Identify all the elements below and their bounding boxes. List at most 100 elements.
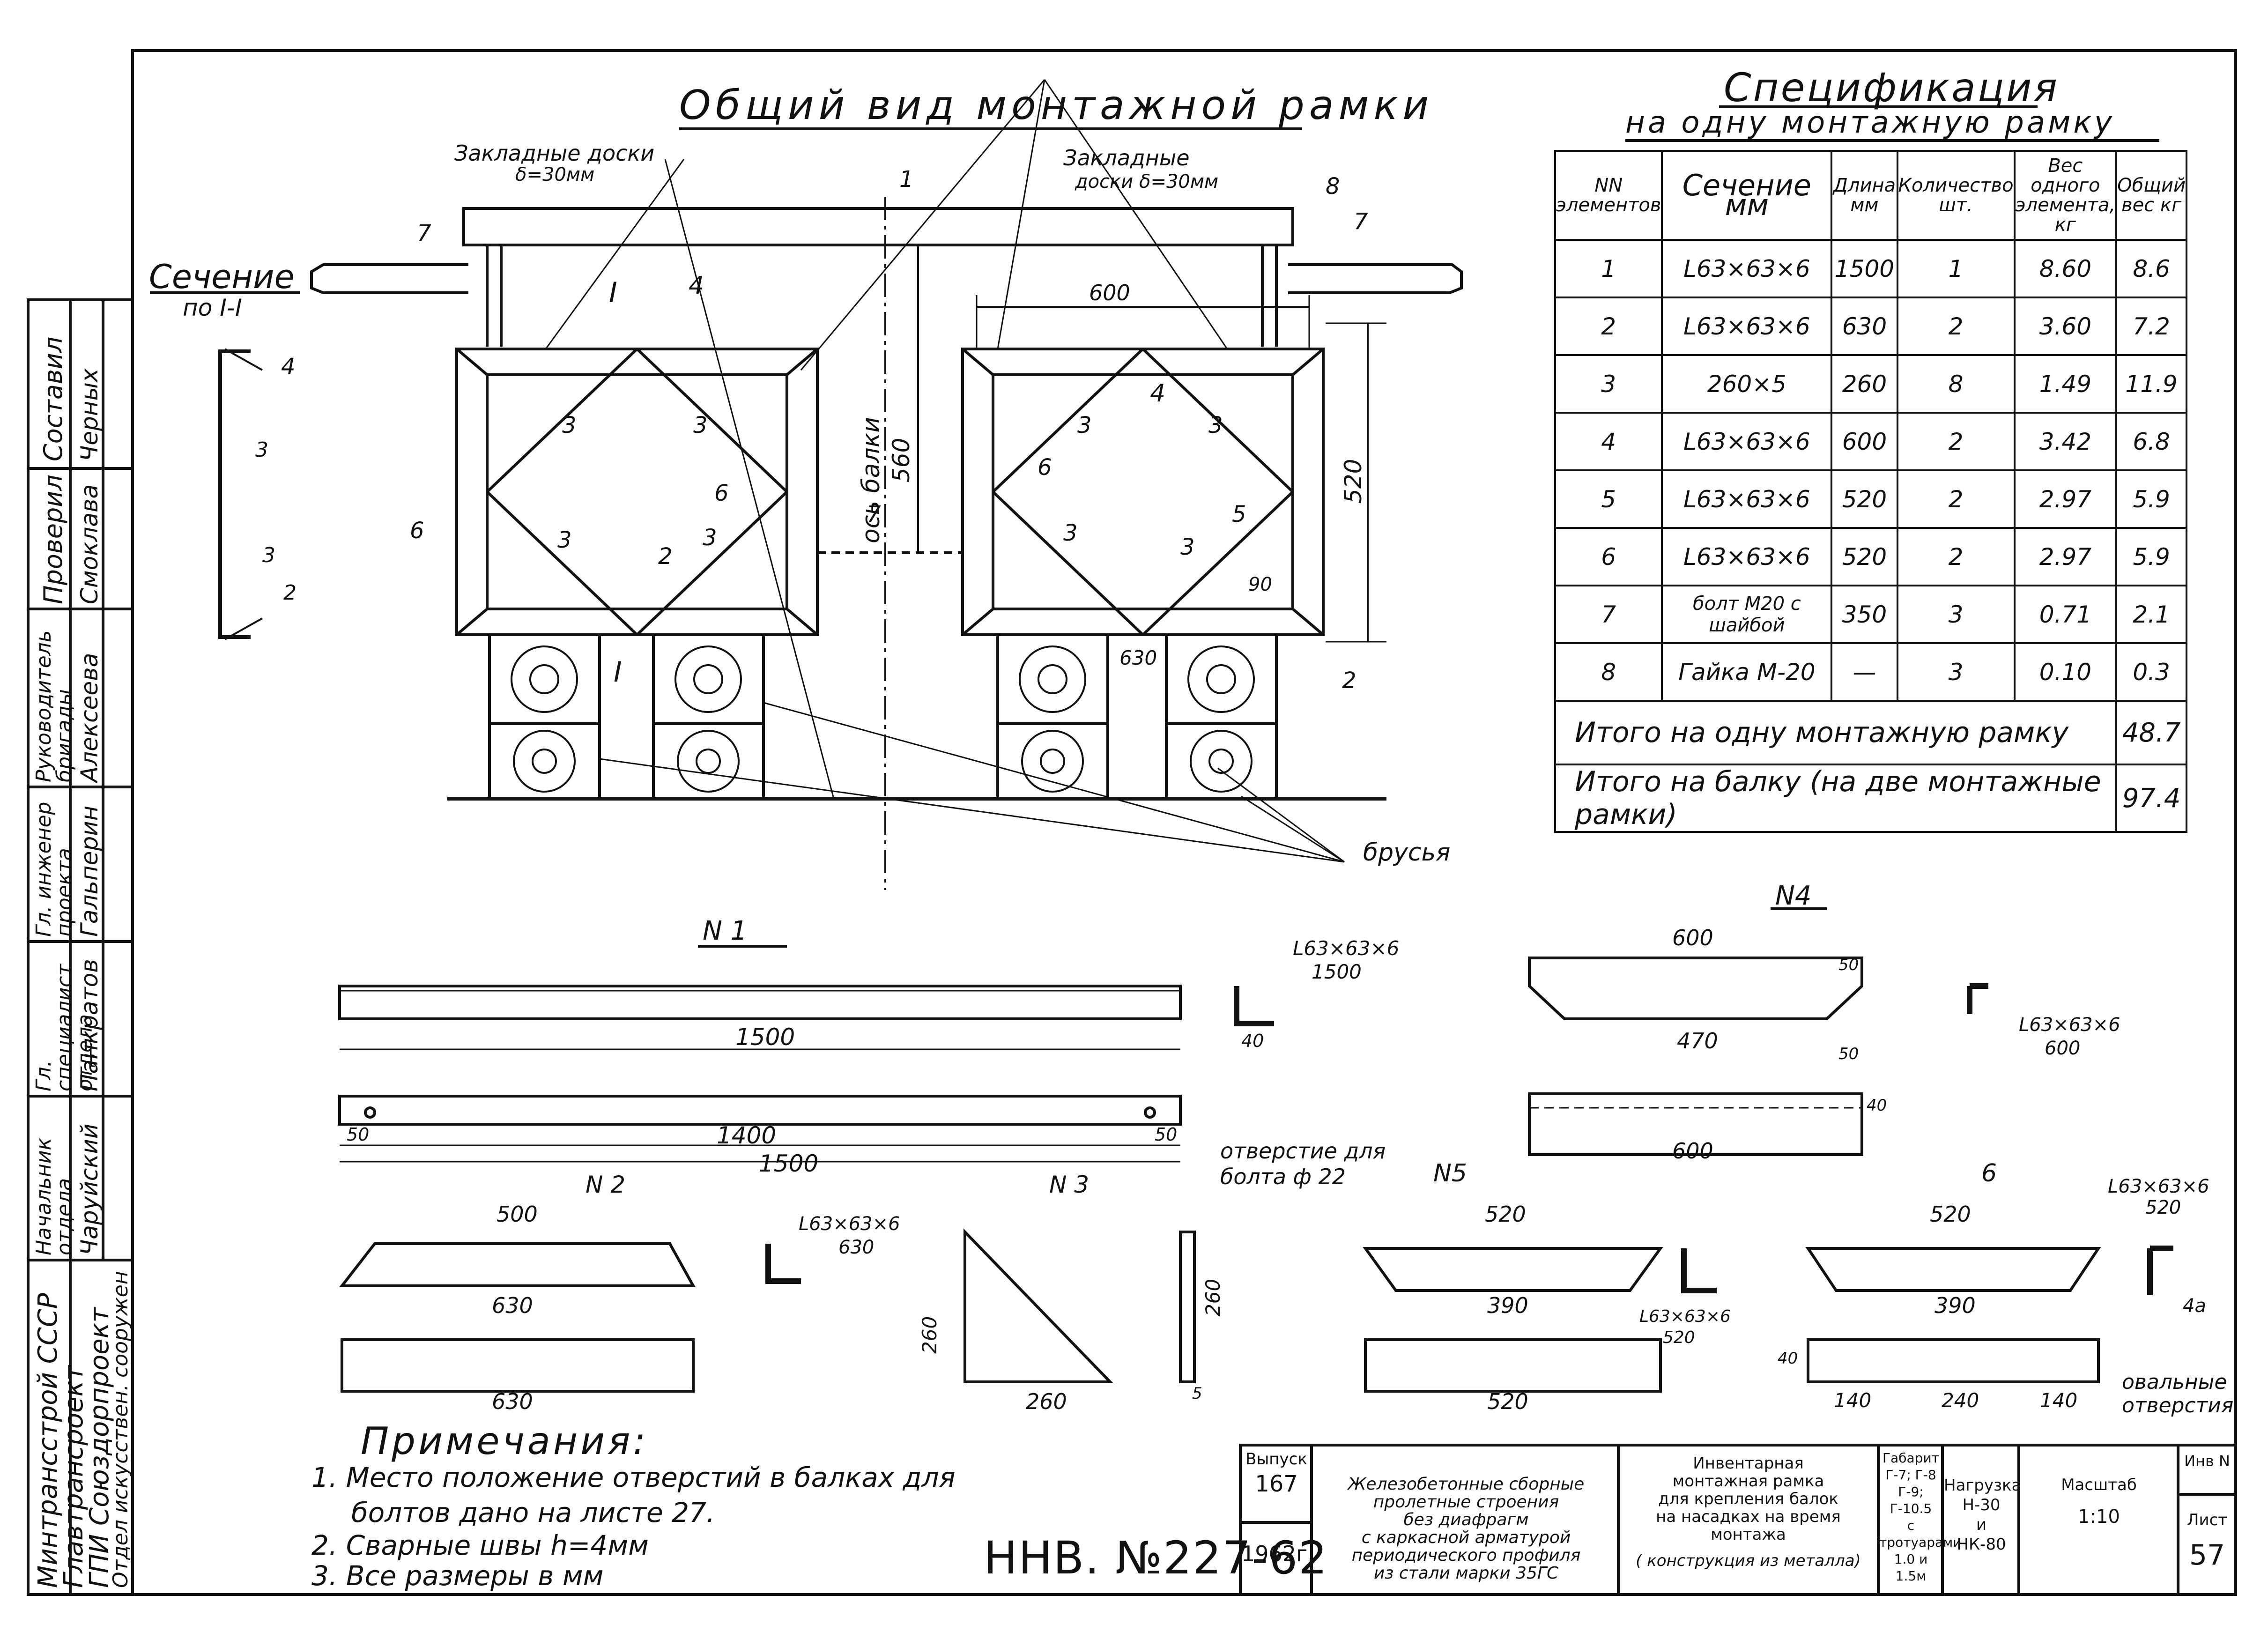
detail-n2-plan (341, 1338, 695, 1393)
callout-6-left: 6 (410, 518, 424, 544)
callout-4-right: 4 (1150, 379, 1166, 408)
section-mark-bottom: I (614, 656, 622, 689)
detail-n3-title: N 3 (1049, 1171, 1090, 1198)
detail-n4-top: 600 (1672, 925, 1713, 950)
description-line: Железобетонные сборные (1348, 1475, 1585, 1494)
detail-n1-profile: L63×63×6 (1293, 937, 1400, 960)
section-callout-2: 2 (283, 581, 296, 605)
spec-header-row: NN элементов Сечение мм Длина мм Количес… (1554, 150, 2187, 241)
spec-cell: 5.9 (2115, 469, 2187, 529)
name-checked: Смоклава (76, 484, 103, 604)
spec-title: Спецификация (1724, 65, 2059, 111)
detail-n4-plan-length: 600 (1672, 1138, 1713, 1164)
sheet-name-line: Инвентарная (1693, 1454, 1804, 1473)
section-callout-3a: 3 (255, 438, 268, 462)
spec-header-quantity: Количество шт. (1896, 150, 2016, 241)
timber-block (652, 633, 765, 725)
spec-cell: 0.71 (2013, 585, 2118, 644)
callout-5: 5 (1232, 501, 1246, 527)
dim-90: 90 (1248, 574, 1272, 595)
spec-subtitle: на одну монтажную рамку (1625, 105, 2115, 140)
issue-number: 167 (1255, 1471, 1298, 1497)
dim-630: 630 (1119, 646, 1157, 669)
callout-3-b: 3 (693, 412, 708, 438)
callout-6-mid: 6 (714, 480, 729, 506)
spec-cell: 260×5 (1661, 354, 1833, 414)
detail-n2-plan-length: 630 (492, 1389, 533, 1414)
label-embedded-boards-right-thickness: доски δ=30мм (1075, 171, 1219, 193)
detail-n6-240: 240 (1942, 1389, 1979, 1412)
timber-block (652, 722, 765, 800)
name-head-of-department: Чаруйский (76, 1123, 103, 1255)
spec-cell: 3.60 (2013, 297, 2118, 356)
spec-cell: болт М20 с шайбой (1661, 585, 1833, 644)
spec-cell: 3 (1896, 642, 2016, 702)
spec-cell: 2 (1554, 297, 1663, 356)
spec-cell: 2 (1896, 469, 2016, 529)
detail-n1-total: 1500 (759, 1150, 819, 1177)
detail-n5-elevation (1363, 1247, 1663, 1292)
spec-cell: 3 (1896, 585, 2016, 644)
spec-header-element: NN элементов (1554, 150, 1663, 241)
dim-560: 560 (888, 438, 915, 482)
right-rail (1288, 263, 1463, 294)
sheet-number: 57 (2189, 1539, 2225, 1572)
spec-cell: — (1831, 642, 1898, 702)
section-title: Сечение (149, 258, 295, 296)
detail-n6-profile-length: 520 (2145, 1197, 2181, 1218)
left-frame (455, 348, 819, 636)
spec-cell: 8 (1896, 354, 2016, 414)
label-embedded-boards-left-thickness: δ=30мм (515, 164, 595, 185)
timber-block (996, 722, 1109, 800)
spec-total-beam-row: Итого на балку (на две монтажные рамки) … (1554, 764, 2187, 833)
sheet-name-line: монтажа (1711, 1525, 1786, 1544)
spec-cell: L63×63×6 (1661, 297, 1833, 356)
spec-cell: L63×63×6 (1661, 469, 1833, 529)
name-chief-specialist: Панкратов (76, 959, 103, 1091)
detail-n4-50a: 50 (1838, 956, 1859, 974)
oval-holes-1: овальные (2122, 1370, 2227, 1394)
hole-note-2: болта ф 22 (1220, 1164, 1346, 1189)
spec-cell: 350 (1831, 585, 1898, 644)
section-mark-top: I (609, 276, 617, 309)
note-1-cont: болтов дано на листе 27. (351, 1497, 715, 1528)
spec-cell: 600 (1831, 412, 1898, 471)
sheet-name-line: на насадках на время (1656, 1507, 1841, 1526)
spec-cell: 0.10 (2013, 642, 2118, 702)
detail-n1-40: 40 (1241, 1031, 1264, 1051)
main-title: Общий вид монтажной рамки (679, 82, 1434, 129)
detail-n4-profile-length: 600 (2045, 1038, 2081, 1059)
callout-6-right: 6 (1038, 454, 1052, 481)
callout-2-right: 2 (1342, 668, 1356, 694)
label-embedded-boards-right: Закладные (1063, 145, 1190, 171)
detail-n5-top: 520 (1485, 1202, 1526, 1227)
callout-3-e: 3 (1077, 412, 1092, 438)
role-head-of-department: Начальник отдела (32, 1137, 76, 1255)
notes-title: Примечания: (361, 1419, 649, 1463)
spec-cell: 8 (1554, 642, 1663, 702)
scale-value: 1:10 (2078, 1506, 2120, 1528)
callout-7-right: 7 (1354, 208, 1368, 235)
detail-n6-bottom: 390 (1934, 1293, 1976, 1318)
spec-cell: 520 (1831, 527, 1898, 586)
spec-cell: 630 (1831, 297, 1898, 356)
spec-cell: 6.8 (2115, 412, 2187, 471)
detail-n5-title: N5 (1433, 1159, 1467, 1187)
gabarit-line: Г-7; Г-8 (1885, 1467, 1936, 1483)
callout-3-d: 3 (703, 525, 717, 551)
detail-n2-title: N 2 (586, 1171, 626, 1198)
section-callout-3b: 3 (262, 543, 275, 567)
sheet-name-line: для крепления балок (1658, 1490, 1838, 1508)
title-block-frame (1239, 1444, 2237, 1596)
detail-n6-4a: 4а (2183, 1295, 2206, 1317)
detail-n5-profile-length: 520 (1663, 1328, 1695, 1347)
detail-n2-profile: L63×63×6 (799, 1213, 900, 1235)
issue-label: Выпуск (1245, 1450, 1307, 1469)
detail-n6-top: 520 (1930, 1202, 1971, 1227)
spec-cell: 6 (1554, 527, 1663, 586)
